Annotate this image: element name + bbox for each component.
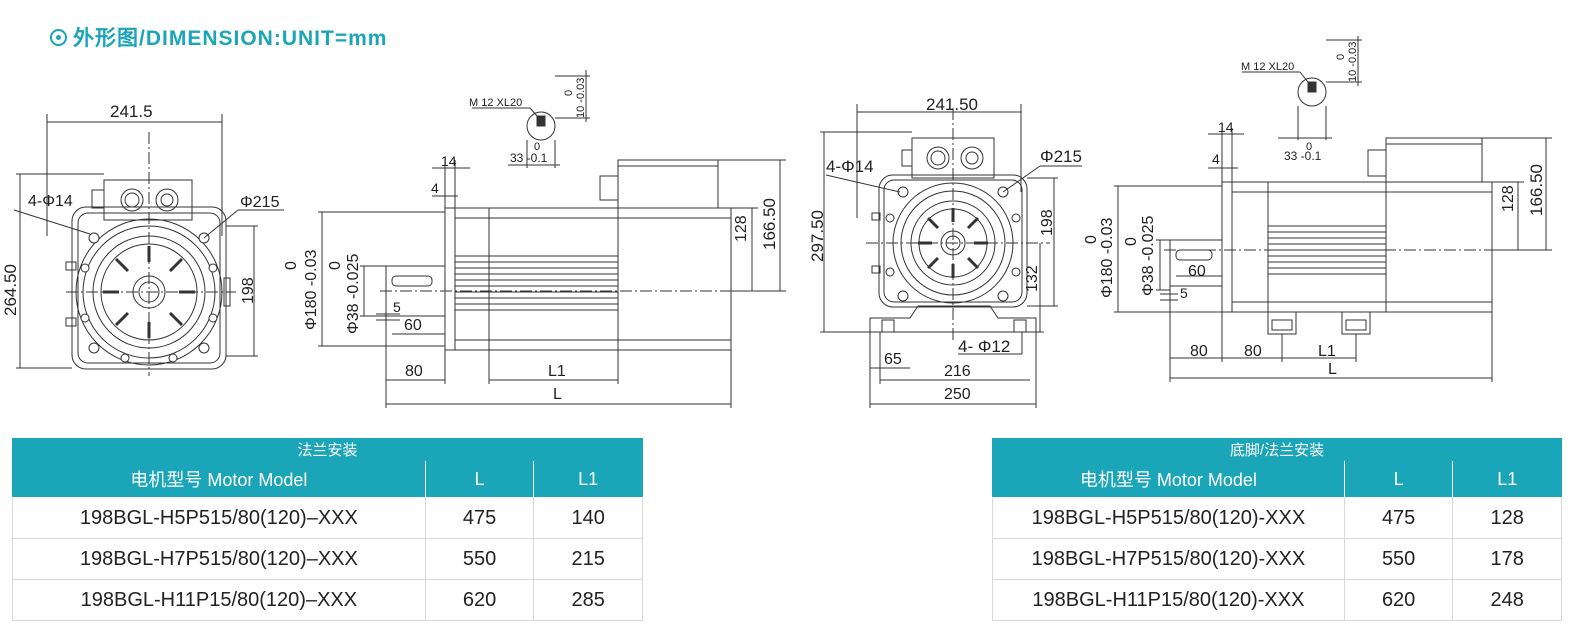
d4-key-tol-a: 0	[1335, 54, 1347, 60]
table-row: 198BGL-H7P515/80(120)–XXX 550 215	[12, 538, 643, 580]
table2-cell: 198BGL-H11P15/80(120)-XXX	[992, 579, 1345, 621]
d4-5: 5	[1180, 285, 1188, 301]
table-foot-flange-mount: 底脚/法兰安装 电机型号 Motor Model L L1 198BGL-H5P…	[992, 438, 1562, 621]
d2-128: 128	[733, 215, 750, 242]
d1-height: 264.50	[1, 264, 20, 316]
d4-L1: L1	[1318, 343, 1336, 360]
d4-80b: 80	[1244, 343, 1262, 360]
page-title: 外形图/DIMENSION:UNIT=mm	[50, 22, 387, 52]
table1-cell: 550	[424, 538, 535, 580]
d4-key-tol-b: 10 -0.03	[1347, 42, 1359, 82]
d4-shaft-tol: 0	[1123, 237, 1140, 246]
d3-foot-holes: 4- Φ12	[958, 337, 1010, 356]
d4-flange: Φ180 -0.03	[1099, 218, 1116, 298]
d4-80a: 80	[1190, 343, 1208, 360]
table2-cell: 128	[1452, 497, 1562, 539]
d2-14: 14	[441, 153, 457, 169]
d4-shaft: Φ38 -0.025	[1140, 216, 1157, 296]
table1-cell: 620	[424, 579, 535, 621]
d2-flange-tol: 0	[283, 261, 300, 270]
drawing-side-flange	[318, 70, 786, 408]
d3-250: 250	[944, 386, 971, 403]
table2-cell: 198BGL-H7P515/80(120)-XXX	[992, 538, 1345, 580]
d4-L: L	[1328, 361, 1337, 378]
target-icon	[50, 28, 67, 46]
d2-5: 5	[393, 299, 401, 315]
d4-60: 60	[1188, 263, 1206, 280]
d4-14: 14	[1218, 119, 1234, 135]
d2-key-tol-b: 10 -0.03	[575, 78, 587, 118]
table1-cell: 285	[533, 579, 643, 621]
table1-cell: 198BGL-H11P15/80(120)–XXX	[12, 579, 426, 621]
table2-cell: 198BGL-H5P515/80(120)-XXX	[992, 497, 1345, 539]
table1-cell: 198BGL-H5P515/80(120)–XXX	[12, 497, 426, 539]
title-text: 外形图/DIMENSION:UNIT=mm	[73, 27, 388, 50]
table1-header-model: 电机型号 Motor Model	[12, 460, 426, 498]
drawing-front-foot	[820, 104, 1082, 408]
table-row: 198BGL-H11P15/80(120)–XXX 620 285	[12, 579, 643, 621]
d1-198: 198	[240, 277, 257, 304]
d1-pcd: Φ215	[240, 194, 280, 211]
d4-128: 128	[1500, 185, 1517, 212]
table1-cell: 198BGL-H7P515/80(120)–XXX	[12, 538, 426, 580]
d2-flange: Φ180 -0.03	[303, 250, 320, 330]
table2-header-model: 电机型号 Motor Model	[992, 460, 1345, 498]
d2-key-tol-a: 0	[563, 90, 575, 96]
d2-shaft-tol: 0	[327, 261, 344, 270]
d4-166: 166.50	[1527, 164, 1546, 216]
table2-header-L: L	[1343, 460, 1454, 498]
d3-height: 297.50	[808, 210, 827, 262]
d3-132: 132	[1024, 265, 1041, 292]
d3-216: 216	[944, 363, 971, 380]
table-flange-mount: 法兰安装 电机型号 Motor Model L L1 198BGL-H5P515…	[12, 438, 643, 621]
d2-shaft: Φ38 -0.025	[345, 254, 362, 334]
table1-cell: 215	[533, 538, 643, 580]
table2-cell: 475	[1343, 497, 1454, 539]
d2-key-w: 33 -0.1	[510, 151, 548, 165]
table1-cell: 140	[533, 497, 643, 539]
drawing-side-foot	[1114, 36, 1552, 382]
table2-cell: 620	[1343, 579, 1454, 621]
d1-width: 241.5	[110, 102, 153, 121]
table2-cell: 248	[1452, 579, 1562, 621]
table-row: 198BGL-H5P515/80(120)–XXX 475 140	[12, 497, 643, 539]
d3-width: 241.50	[926, 95, 978, 114]
d2-thread: M 12 XL20	[469, 97, 522, 109]
table1-caption: 法兰安装	[12, 438, 643, 461]
table1-header-L: L	[424, 460, 535, 498]
table2-cell: 178	[1452, 538, 1562, 580]
d4-key-w-tol: 0	[1306, 141, 1312, 153]
d2-L: L	[553, 386, 562, 403]
d2-4: 4	[431, 180, 439, 196]
d2-166: 166.50	[760, 198, 779, 250]
d1-holes: 4-Φ14	[28, 193, 73, 210]
table2-cell: 550	[1343, 538, 1454, 580]
table-row: 198BGL-H7P515/80(120)-XXX 550 178	[992, 538, 1562, 580]
table-row: 198BGL-H5P515/80(120)-XXX 475 128	[992, 497, 1562, 539]
d2-60: 60	[404, 317, 422, 334]
d3-198: 198	[1039, 209, 1056, 236]
drawing-front-flange	[13, 114, 284, 376]
table1-header-L1: L1	[533, 460, 643, 498]
table1-cell: 475	[424, 497, 535, 539]
d3-65: 65	[884, 351, 902, 368]
d4-4: 4	[1212, 151, 1220, 167]
d4-flange-tol: 0	[1083, 235, 1100, 244]
table2-header-L1: L1	[1452, 460, 1562, 498]
d2-key-w-tol: 0	[534, 141, 540, 153]
d2-L1: L1	[548, 363, 566, 380]
d4-thread: M 12 XL20	[1241, 61, 1294, 73]
d2-80: 80	[405, 363, 423, 380]
d3-holes: 4-Φ14	[826, 157, 874, 176]
d4-key-w: 33 -0.1	[1284, 149, 1322, 163]
table-row: 198BGL-H11P15/80(120)-XXX 620 248	[992, 579, 1562, 621]
table2-caption: 底脚/法兰安装	[992, 438, 1562, 461]
d3-pcd: Φ215	[1040, 147, 1082, 166]
